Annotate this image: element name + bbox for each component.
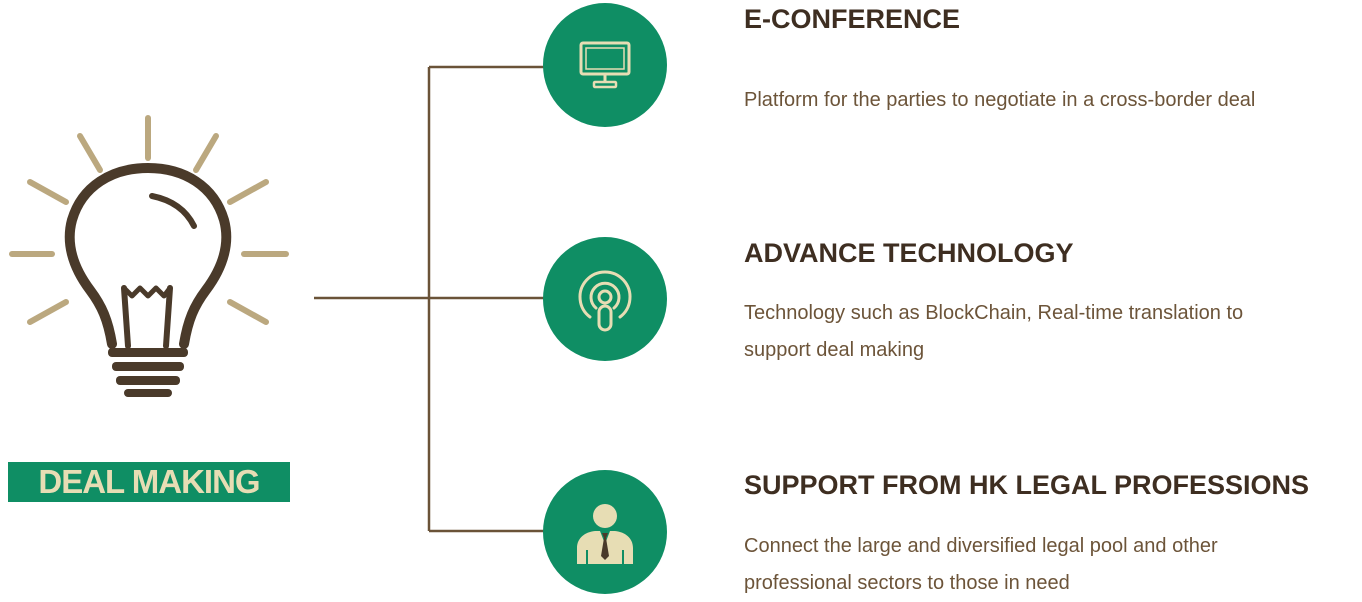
businessman-icon — [577, 504, 633, 564]
item-circle-legal — [543, 470, 667, 594]
item-title-technology: ADVANCE TECHNOLOGY — [744, 238, 1074, 268]
item-desc-legal: Connect the large and diversified legal … — [744, 535, 1218, 594]
lightbulb-icon — [9, 115, 289, 397]
item-title-legal: SUPPORT FROM HK LEGAL PROFESSIONS — [744, 470, 1310, 500]
item-circle-technology — [543, 237, 667, 361]
podcast-icon — [578, 270, 632, 332]
item-desc-technology: Technology such as BlockChain, Real-time… — [744, 302, 1244, 361]
item-desc-conference: Platform for the parties to negotiate in… — [744, 89, 1256, 111]
deal-making-badge: DEAL MAKING — [8, 462, 290, 502]
item-circle-conference — [543, 3, 667, 127]
monitor-icon — [579, 41, 631, 89]
item-title-conference: E-CONFERENCE — [744, 4, 961, 34]
